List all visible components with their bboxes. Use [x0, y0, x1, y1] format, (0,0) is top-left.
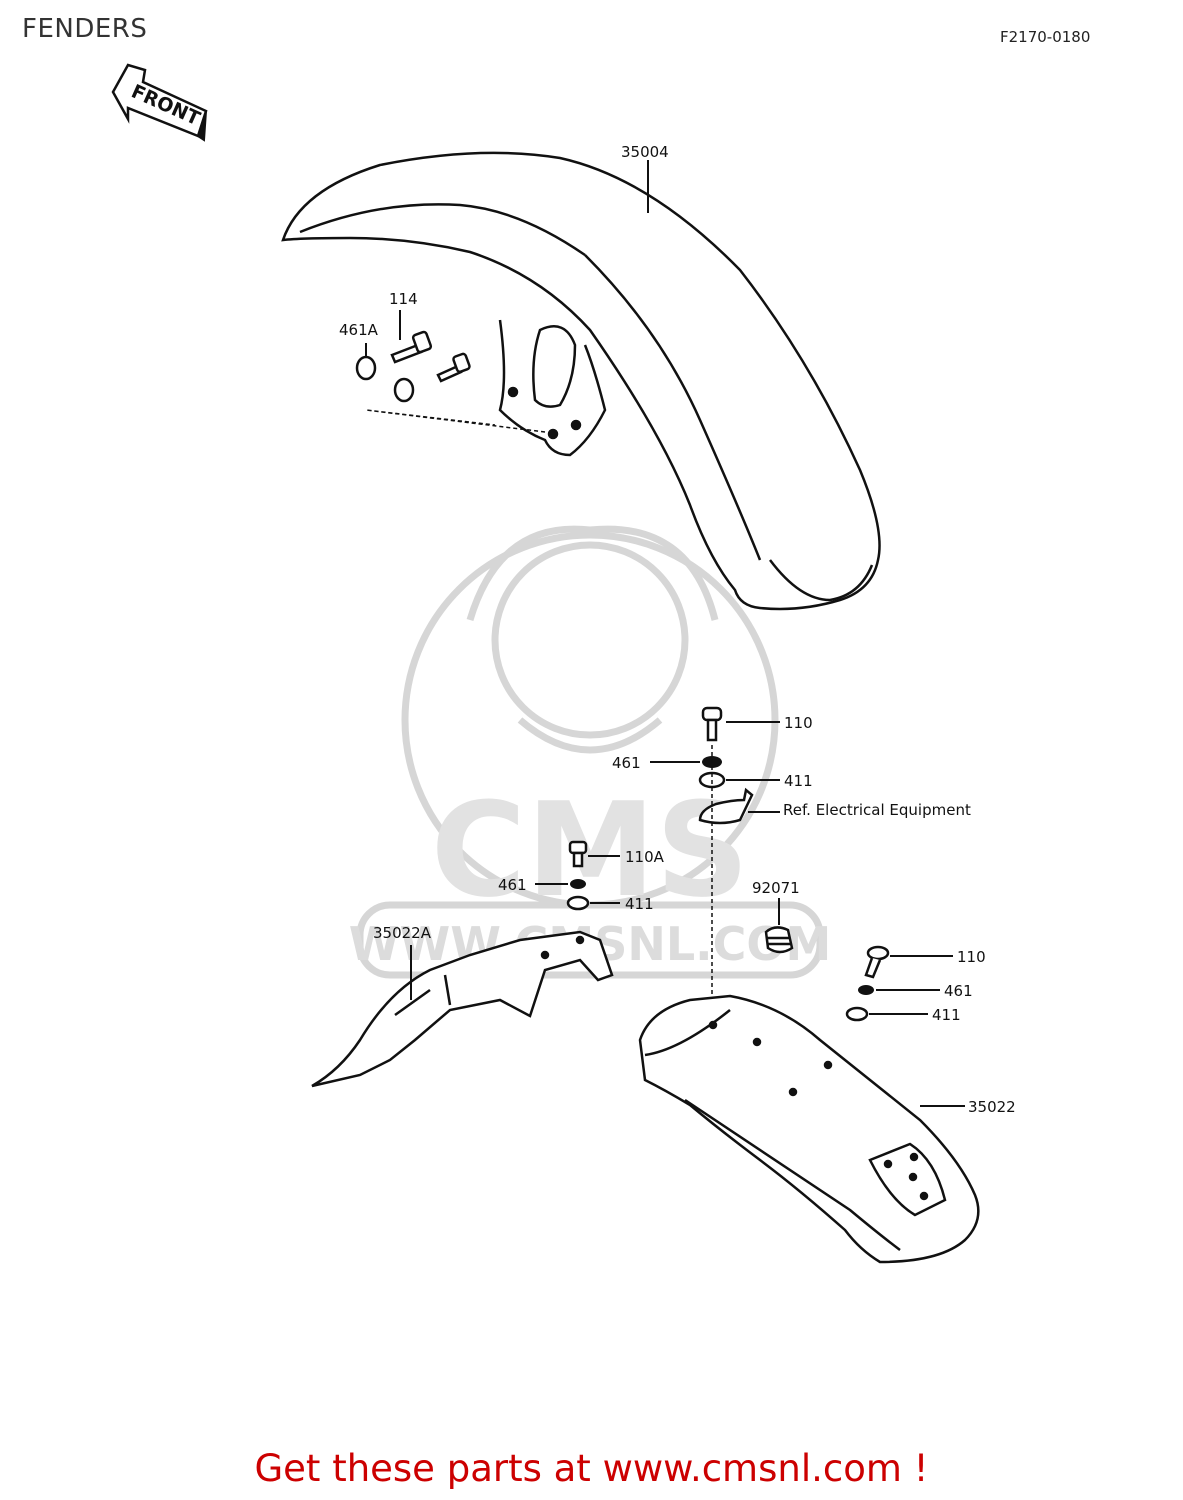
callout-411-right: 411 [932, 1006, 961, 1024]
front-fender-nut [355, 355, 415, 403]
callout-110a: 110A [625, 848, 665, 866]
rear-flap [311, 930, 614, 1088]
flap-washer [570, 879, 586, 889]
callout-411-top: 411 [784, 772, 813, 790]
diagram-code: F2170-0180 [1000, 28, 1091, 46]
rear-top-bolt [701, 706, 723, 742]
callout-114: 114 [389, 290, 418, 308]
rear-right-grommet [845, 1006, 869, 1022]
front-direction-arrow: FRONT [111, 63, 208, 142]
watermark-logo-text: CMS [431, 774, 749, 926]
rear-right-washer [858, 985, 874, 995]
callout-35022a: 35022A [373, 924, 432, 942]
rear-fender [638, 994, 980, 1264]
front-fender [281, 151, 881, 611]
callout-461-flap: 461 [498, 876, 527, 894]
callout-461-right: 461 [944, 982, 973, 1000]
flap-grommet [566, 895, 590, 911]
page-title: FENDERS [22, 14, 148, 44]
cushion-92071 [764, 926, 794, 954]
electrical-bracket [698, 787, 754, 825]
callout-35022: 35022 [968, 1098, 1016, 1116]
callout-35004: 35004 [621, 143, 669, 161]
callout-411-flap: 411 [625, 895, 654, 913]
callout-92071: 92071 [752, 879, 800, 897]
callout-461a: 461A [339, 321, 379, 339]
flap-bolt [568, 840, 588, 868]
front-mount-leader [365, 409, 546, 433]
callout-110-right: 110 [957, 948, 986, 966]
rear-right-bolt [864, 945, 890, 979]
front-fender-bolt [390, 330, 471, 383]
callout-110-top: 110 [784, 714, 813, 732]
callout-461-top: 461 [612, 754, 641, 772]
watermark-logo: CMS WWW.CMSNL.COM [349, 525, 831, 979]
callout-ref-electrical: Ref. Electrical Equipment [783, 801, 971, 819]
footer-cta[interactable]: Get these parts at www.cmsnl.com ! [254, 1447, 929, 1490]
